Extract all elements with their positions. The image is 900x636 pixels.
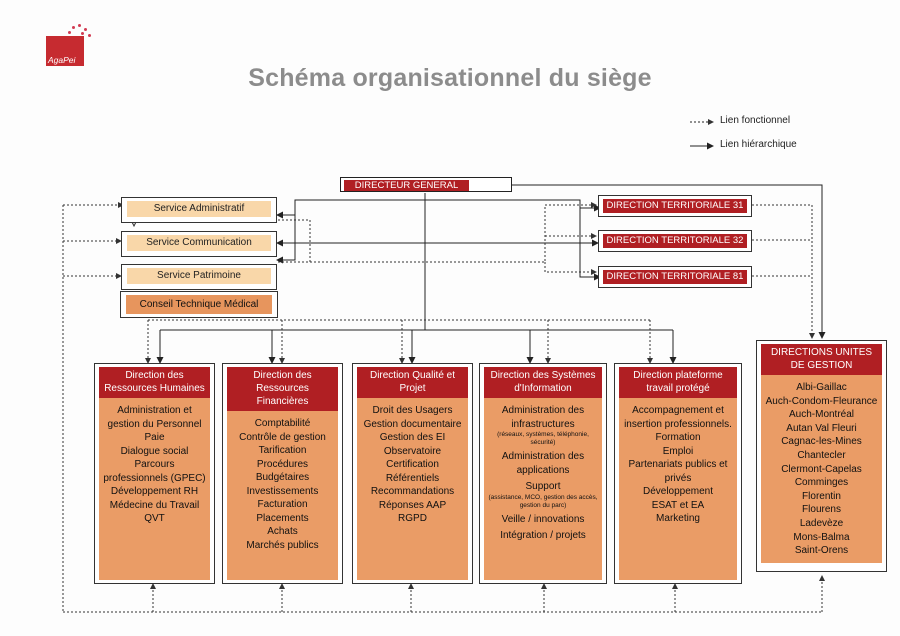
list-item: Cagnac-les-Mines [781,436,862,448]
director-general-label: DIRECTEUR GENERAL [344,180,469,191]
direction-territoriale-32-box: DIRECTION TERRITORIALE 32 [598,230,752,252]
list-item-note: (réseaux, systèmes, téléphonie, sécurité… [497,431,589,446]
direction-qualite-title: Direction Qualité et Projet [357,367,468,398]
list-item: Médecine du Travail [109,499,200,511]
list-item: Mons-Balma [793,531,850,543]
list-item: Gestion des EI [379,432,446,443]
legend-functional-label: Lien fonctionnel [720,115,791,126]
list-item: Auch-Condom-Fleurance [765,395,878,407]
page-title: Schéma organisationnel du siège [248,64,652,92]
list-item: Formation [655,432,701,443]
list-item: Procédures [256,458,309,470]
list-item: Comptabilité [254,418,311,429]
conseil-technique-medical-label: Conseil Technique Médical [126,295,272,314]
list-item: ESAT et EA [651,499,705,511]
list-item: Intégration / projets [487,529,599,543]
list-item: Comminges [794,477,849,489]
legend-hierarchical-label: Lien hiérarchique [720,139,797,150]
direction-si-title: Direction des Systèmes d'Information [484,367,602,398]
list-item: Partenariats publics et privés [628,459,728,484]
list-item-text: Veille / innovations [501,513,585,525]
list-item: Administration et gestion du Personnel [107,405,202,430]
list-item: Investissements [246,485,319,497]
direction-si-items: Administration des infrastructures(résea… [484,398,602,543]
list-item: Veille / innovations [487,513,599,527]
service-administratif-label: Service Administratif [127,201,271,217]
list-item-text: Intégration / projets [500,530,586,541]
list-item: Certification [386,459,439,470]
list-item: Accompagnement et insertion professionne… [624,405,732,430]
list-item: Budgétaires [255,472,310,483]
list-item: Parcours professionnels (GPEC) [103,459,206,484]
direction-rh-box: Direction des Ressources Humaines Admini… [94,363,215,584]
direction-qualite-box: Direction Qualité et Projet Droit des Us… [352,363,473,584]
list-item: Tarification [258,445,307,456]
direction-territoriale-31-box: DIRECTION TERRITORIALE 31 [598,195,752,217]
list-item: Ladevèze [799,517,844,529]
direction-plateforme-box: Direction plateforme travail protégé Acc… [614,363,742,584]
list-item: Paie [144,432,165,443]
service-patrimoine-box: Service Patrimoine [121,264,277,290]
list-item: Clermont-Capelas [781,463,862,475]
list-item: Administration des applications [487,450,599,477]
direction-territoriale-81-label: DIRECTION TERRITORIALE 81 [603,270,747,284]
list-item: Gestion documentaire [363,418,462,430]
service-communication-box: Service Communication [121,231,277,257]
list-item: Développement RH [110,486,199,497]
list-item: RGPD [398,513,427,524]
director-general-box: DIRECTEUR GENERAL [340,177,512,192]
list-item: Emploi [662,445,694,457]
list-item: Chantecler [797,449,846,461]
list-item: Flourens [802,504,841,516]
list-item: Marchés publics [246,539,319,551]
service-patrimoine-label: Service Patrimoine [127,268,271,284]
direction-plateforme-title: Direction plateforme travail protégé [619,367,737,398]
service-communication-label: Service Communication [127,235,271,251]
list-item: Florentin [802,490,841,502]
list-item: Placements [256,512,309,524]
direction-territoriale-81-box: DIRECTION TERRITORIALE 81 [598,266,752,288]
list-item: Support(assistance, MCO, gestion des acc… [487,480,599,510]
list-item-note: (assistance, MCO, gestion des accès, ges… [488,493,598,509]
list-item-text: Administration des infrastructures [501,405,585,430]
conseil-technique-medical-box: Conseil Technique Médical [120,291,278,318]
direction-rf-box: Direction des Ressources Financières Com… [222,363,343,584]
list-item: Recommandations [370,486,455,497]
list-item: Achats [267,526,298,537]
list-item: Référentiels [385,472,440,484]
list-item: Autan Val Fleuri [786,422,857,434]
list-item-text: Administration des applications [501,451,585,476]
list-item: QVT [144,513,165,524]
list-item: Auch-Montréal [788,409,855,421]
direction-territoriale-32-label: DIRECTION TERRITORIALE 32 [603,234,747,248]
direction-rf-title: Direction des Ressources Financières [227,367,338,411]
list-item: Droit des Usagers [372,405,453,416]
list-item: Marketing [656,513,700,524]
list-item: Réponses AAP [378,499,447,511]
list-item: Administration des infrastructures(résea… [487,404,599,447]
list-item: Facturation [257,499,308,510]
agapei-logo: AgaPei [46,24,91,68]
list-item: Contrôle de gestion [239,431,326,443]
list-item: Saint-Orens [794,545,849,557]
list-item: Albi-Gaillac [796,382,847,393]
directions-unites-gestion-box: DIRECTIONS UNITES DE GESTION Albi-Gailla… [756,340,887,572]
service-administratif-box: Service Administratif [121,197,277,223]
direction-si-box: Direction des Systèmes d'Information Adm… [479,363,607,584]
direction-territoriale-31-label: DIRECTION TERRITORIALE 31 [603,199,747,213]
logo-text: AgaPei [48,55,76,65]
direction-rh-title: Direction des Ressources Humaines [99,367,210,398]
list-item: Observatoire [383,445,442,457]
list-item-text: Support [525,481,561,492]
direction-plateforme-items: Accompagnement et insertion professionne… [619,398,737,526]
directions-unites-gestion-title: DIRECTIONS UNITES DE GESTION [761,344,882,375]
list-item: Dialogue social [120,445,189,457]
list-item: Développement [642,486,714,497]
